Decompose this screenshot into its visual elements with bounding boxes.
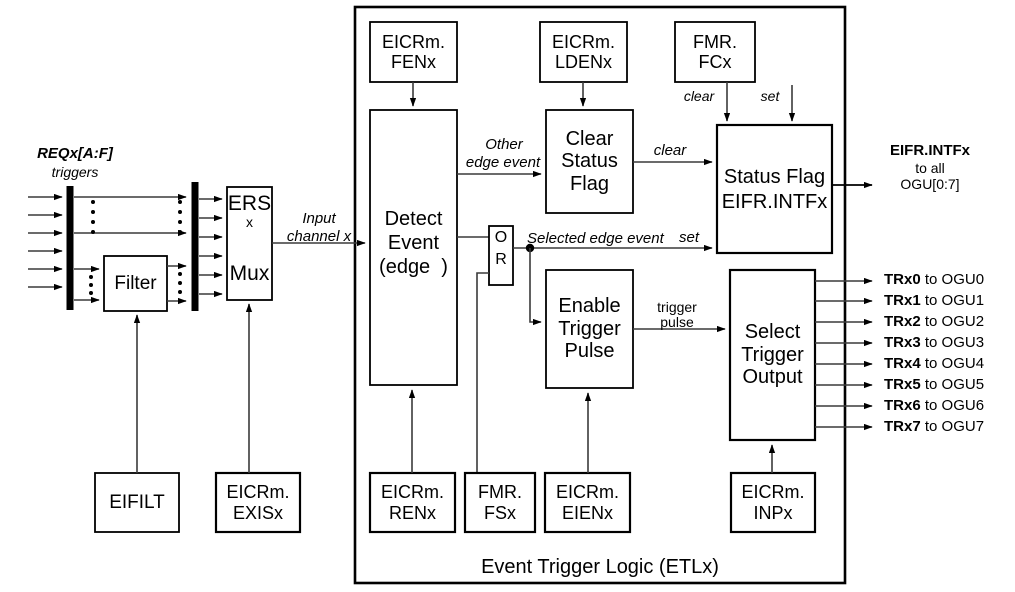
trigger-output-row-2: TRx2 to OGU2 (884, 313, 985, 331)
fmr-fcx-box (674, 21, 756, 83)
set-signal-label: set (678, 229, 699, 246)
detect-event-box (369, 109, 458, 386)
trigger-output-row-1: TRx1 to OGU1 (884, 292, 985, 310)
selected-edge-to-etp-line (529, 248, 542, 326)
trigger-output-row-5: TRx5 to OGU5 (884, 376, 985, 394)
etl-caption: Event Trigger Logic (ETLx) (481, 556, 719, 578)
trigger-pulse-label-line2: pulse (660, 314, 694, 330)
ers-mux-label-line3: Mux (229, 262, 270, 285)
eicrm-ldenx-box (539, 21, 628, 83)
input-channel-label-line2: channel x (286, 228, 352, 245)
trigger-output-dest-2: to OGU2 (920, 313, 985, 330)
eifr-intfx-output-line3: OGU[0:7] (900, 176, 960, 192)
detect-event-label-line3: (edge ) (379, 256, 448, 278)
clear-from-fcx-label: clear (683, 88, 715, 104)
status-flag-box (715, 123, 834, 255)
trigger-output-row-4: TRx4 to OGU4 (884, 355, 985, 373)
clear-signal-label: clear (653, 142, 687, 159)
set-top-label: set (760, 88, 780, 104)
trigger-output-name-7: TRx7 (884, 418, 921, 435)
filter-to-bar-lines (167, 262, 187, 305)
input-channel-label-line1: Input (302, 210, 336, 227)
etl-outer-box (353, 5, 847, 585)
detect-event-label-line1: Detect (384, 208, 443, 230)
vertical-ellipsis-right-upper (178, 200, 182, 234)
bar-to-filter-lines (74, 265, 100, 304)
vertical-ellipsis-left-upper (91, 200, 95, 234)
trigger-output-row-7: TRx7 to OGU7 (884, 418, 985, 436)
trigger-output-row-0: TRx0 to OGU0 (884, 271, 985, 289)
trigger-output-dest-7: to OGU7 (920, 418, 985, 435)
or-gate-label-line1: O (494, 229, 508, 246)
fsx-to-or-line (476, 272, 489, 473)
other-edge-event-label-line1: Other (485, 136, 523, 153)
trigger-output-dest-6: to OGU6 (920, 397, 985, 414)
detect-event-label-line2: Event (387, 232, 440, 254)
enable-trigger-pulse-box (545, 269, 634, 389)
status-flag-label-line2: EIFR.INTFx (721, 191, 828, 213)
trigger-output-name-3: TRx3 (884, 334, 921, 351)
ers-mux-label-line2: x (246, 214, 253, 230)
trigger-output-name-4: TRx4 (884, 355, 921, 372)
ers-mux-label-line1: ERS (227, 192, 272, 215)
trigger-output-dest-1: to OGU1 (920, 292, 985, 309)
or-gate-box (488, 225, 514, 286)
req-input-sublabel: triggers (51, 164, 99, 180)
eifilt-box (94, 472, 180, 533)
or-gate-label-line2: R (495, 251, 507, 268)
trigger-output-name-0: TRx0 (884, 271, 921, 288)
trigger-output-row-3: TRx3 to OGU3 (884, 334, 985, 352)
trigger-output-dest-3: to OGU3 (920, 334, 985, 351)
status-flag-label-line1: Status Flag (723, 166, 826, 188)
bar-to-mux-arrows (199, 195, 223, 298)
trigger-output-dest-4: to OGU4 (920, 355, 985, 372)
trigger-pulse-label-line1: trigger (657, 299, 697, 315)
trigger-output-row-6: TRx6 to OGU6 (884, 397, 985, 415)
trigger-output-lines (815, 277, 873, 431)
vertical-ellipsis-filter-out (178, 272, 182, 294)
eicrm-fenx-box (369, 21, 458, 83)
trigger-output-name-6: TRx6 (884, 397, 921, 414)
trigger-output-dest-5: to OGU5 (920, 376, 985, 393)
select-trigger-output-box (728, 268, 817, 442)
other-edge-event-label-line2: edge event (465, 154, 541, 171)
trigger-output-name-2: TRx2 (884, 313, 921, 330)
eicrm-renx-box (368, 471, 457, 534)
vertical-ellipsis-left-lower (89, 275, 93, 295)
eicrm-inpx-box (729, 471, 817, 534)
fmr-fsx-box (463, 471, 537, 534)
req-input-label: REQx[A:F] (37, 145, 113, 162)
eicrm-eienx-box (543, 471, 632, 534)
filter-box (103, 255, 168, 312)
bypass-lines (74, 193, 187, 237)
trigger-output-name-1: TRx1 (884, 292, 921, 309)
clear-status-flag-box (545, 109, 634, 214)
trigger-output-dest-0: to OGU0 (920, 271, 985, 288)
selected-edge-event-label: Selected edge event (527, 230, 664, 247)
eifr-intfx-output-line1: EIFR.INTFx (889, 142, 970, 159)
eifr-intfx-output-line2: to all (915, 160, 945, 176)
eicrm-exisx-box (214, 471, 302, 534)
req-input-arrows (28, 193, 63, 291)
trigger-output-name-5: TRx5 (884, 376, 921, 393)
